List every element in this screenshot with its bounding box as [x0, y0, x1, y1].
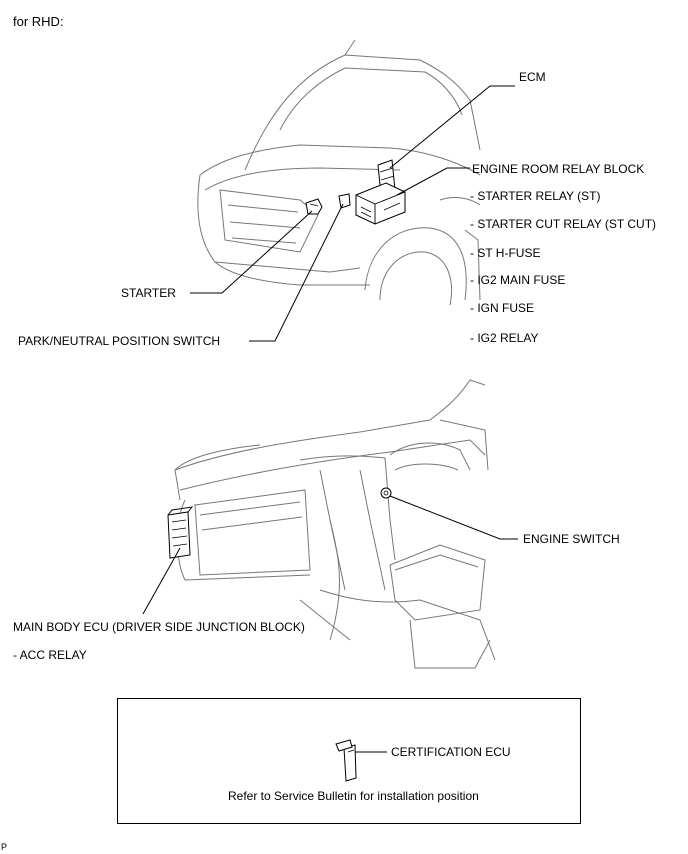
certification-ecu-label: CERTIFICATION ECU — [391, 745, 511, 759]
acc-relay-label: - ACC RELAY — [13, 648, 87, 662]
relay-item-starter-relay: - STARTER RELAY (ST) — [470, 189, 601, 203]
engine-switch-icon — [380, 487, 392, 499]
vehicle-front-illustration — [197, 39, 481, 306]
leader-lines-cabin — [142, 495, 518, 615]
park-neutral-switch-icon — [338, 193, 351, 209]
engine-switch-label: ENGINE SWITCH — [523, 532, 620, 546]
relay-item-ig2-main-fuse: - IG2 MAIN FUSE — [470, 273, 566, 287]
leader-lines-engine — [190, 85, 515, 342]
certification-ecu-icon — [335, 739, 357, 782]
footer-mark: P — [1, 842, 8, 852]
relay-item-ig2-relay: - IG2 RELAY — [470, 331, 539, 345]
dashboard-illustration — [174, 379, 496, 669]
starter-icon — [305, 198, 323, 215]
relay-block-icon — [355, 182, 406, 225]
relay-item-ign-fuse: - IGN FUSE — [470, 301, 535, 315]
park-neutral-label: PARK/NEUTRAL POSITION SWITCH — [18, 334, 221, 348]
relay-item-st-h-fuse: - ST H-FUSE — [470, 246, 541, 260]
ecm-label: ECM — [519, 70, 546, 84]
relay-block-label: ENGINE ROOM RELAY BLOCK — [472, 162, 645, 176]
installation-note: Refer to Service Bulletin for installati… — [228, 789, 479, 803]
certification-ecu-box — [117, 698, 581, 824]
relay-item-starter-cut-relay: - STARTER CUT RELAY (ST CUT) — [470, 217, 657, 231]
page-title: for RHD: — [13, 14, 64, 29]
main-body-ecu-icon — [167, 506, 194, 559]
main-body-ecu-label: MAIN BODY ECU (DRIVER SIDE JUNCTION BLOC… — [13, 620, 305, 634]
starter-label: STARTER — [121, 286, 176, 300]
